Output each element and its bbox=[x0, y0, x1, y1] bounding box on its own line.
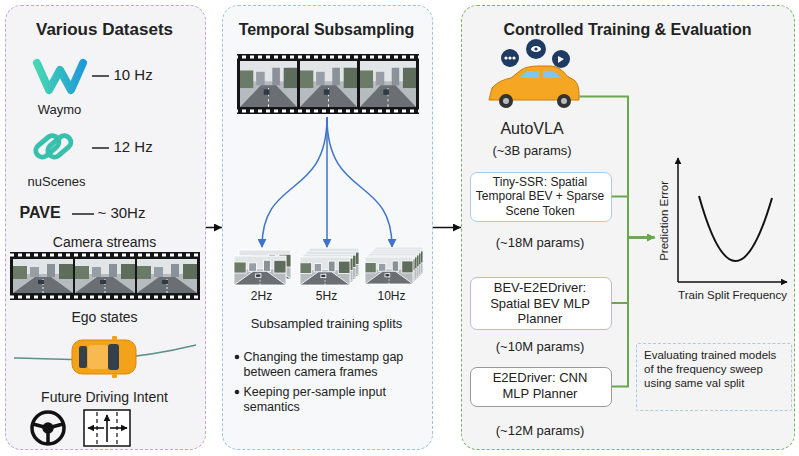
dataset-name: nuScenes bbox=[20, 174, 94, 190]
model-name: AutoVLA bbox=[485, 119, 580, 138]
param-count: (~3B params) bbox=[470, 143, 595, 159]
dataset-panel: Various Datasets 10 Hz Waymo 12 Hz nuScenesP… bbox=[5, 5, 206, 450]
subsampling-panel: Temporal Subsampling 2Hz 5Hz 10HzSubsampled… bbox=[222, 5, 433, 450]
param-count: (~10M params) bbox=[469, 339, 611, 355]
model-name: BEV-E2EDriver: Spatial BEV MLP Planner bbox=[480, 280, 600, 327]
split-label: 2Hz bbox=[237, 289, 287, 303]
model-box: E2EDriver: CNN MLP Planner(~12M params) bbox=[470, 367, 612, 407]
training-panel: Controlled Training & EvaluationAutoVLA(… bbox=[461, 5, 795, 450]
panel-heading: Various Datasets bbox=[5, 20, 205, 40]
frequency-label: 10 Hz bbox=[114, 66, 184, 84]
model-box: BEV-E2EDriver: Spatial BEV MLP Planner(~… bbox=[470, 277, 612, 330]
model-box: Tiny-SSR: Spatial Temporal BEV + Sparse … bbox=[470, 172, 612, 222]
bullet-text: Keeping per-sample input semantics bbox=[244, 385, 422, 415]
flow-arrow bbox=[206, 227, 222, 229]
error-chart: Prediction ErrorTrain Split Frequency bbox=[655, 150, 790, 305]
frequency-label: ~ 30Hz bbox=[98, 204, 178, 222]
input-label: Camera streams bbox=[5, 234, 205, 251]
flow-arrow bbox=[433, 227, 461, 229]
caption-text: Subsampled training splits bbox=[222, 316, 432, 332]
model-name: E2EDriver: CNN MLP Planner bbox=[483, 370, 597, 401]
note-box: Evaluating trained models of the frequen… bbox=[636, 343, 792, 411]
input-label: Ego states bbox=[5, 309, 205, 326]
merge-connector bbox=[612, 197, 655, 238]
split-label: 5Hz bbox=[302, 289, 352, 303]
merge-connector bbox=[612, 238, 655, 304]
input-label: Future Driving Intent bbox=[5, 389, 205, 406]
merge-connector bbox=[612, 238, 655, 387]
note-text: Evaluating trained models of the frequen… bbox=[644, 349, 786, 390]
merge-connector bbox=[580, 97, 655, 238]
model-name: Tiny-SSR: Spatial Temporal BEV + Sparse … bbox=[473, 175, 607, 218]
model-icon-node: AutoVLA(~3B params) bbox=[485, 45, 580, 163]
frequency-label: 12 Hz bbox=[114, 138, 184, 156]
bullet-text: Changing the timestamp gap between camer… bbox=[244, 350, 422, 380]
axis-label: Train Split Frequency bbox=[676, 289, 790, 303]
split-label: 10Hz bbox=[367, 289, 417, 303]
axis-label: Prediction Error bbox=[658, 170, 672, 270]
dataset-name: Waymo bbox=[25, 102, 95, 118]
panel-heading: Controlled Training & Evaluation bbox=[461, 20, 795, 39]
param-count: (~18M params) bbox=[469, 235, 611, 251]
param-count: (~12M params) bbox=[469, 423, 611, 439]
dataset-name: PAVE bbox=[20, 203, 72, 222]
panel-heading: Temporal Subsampling bbox=[222, 20, 432, 39]
